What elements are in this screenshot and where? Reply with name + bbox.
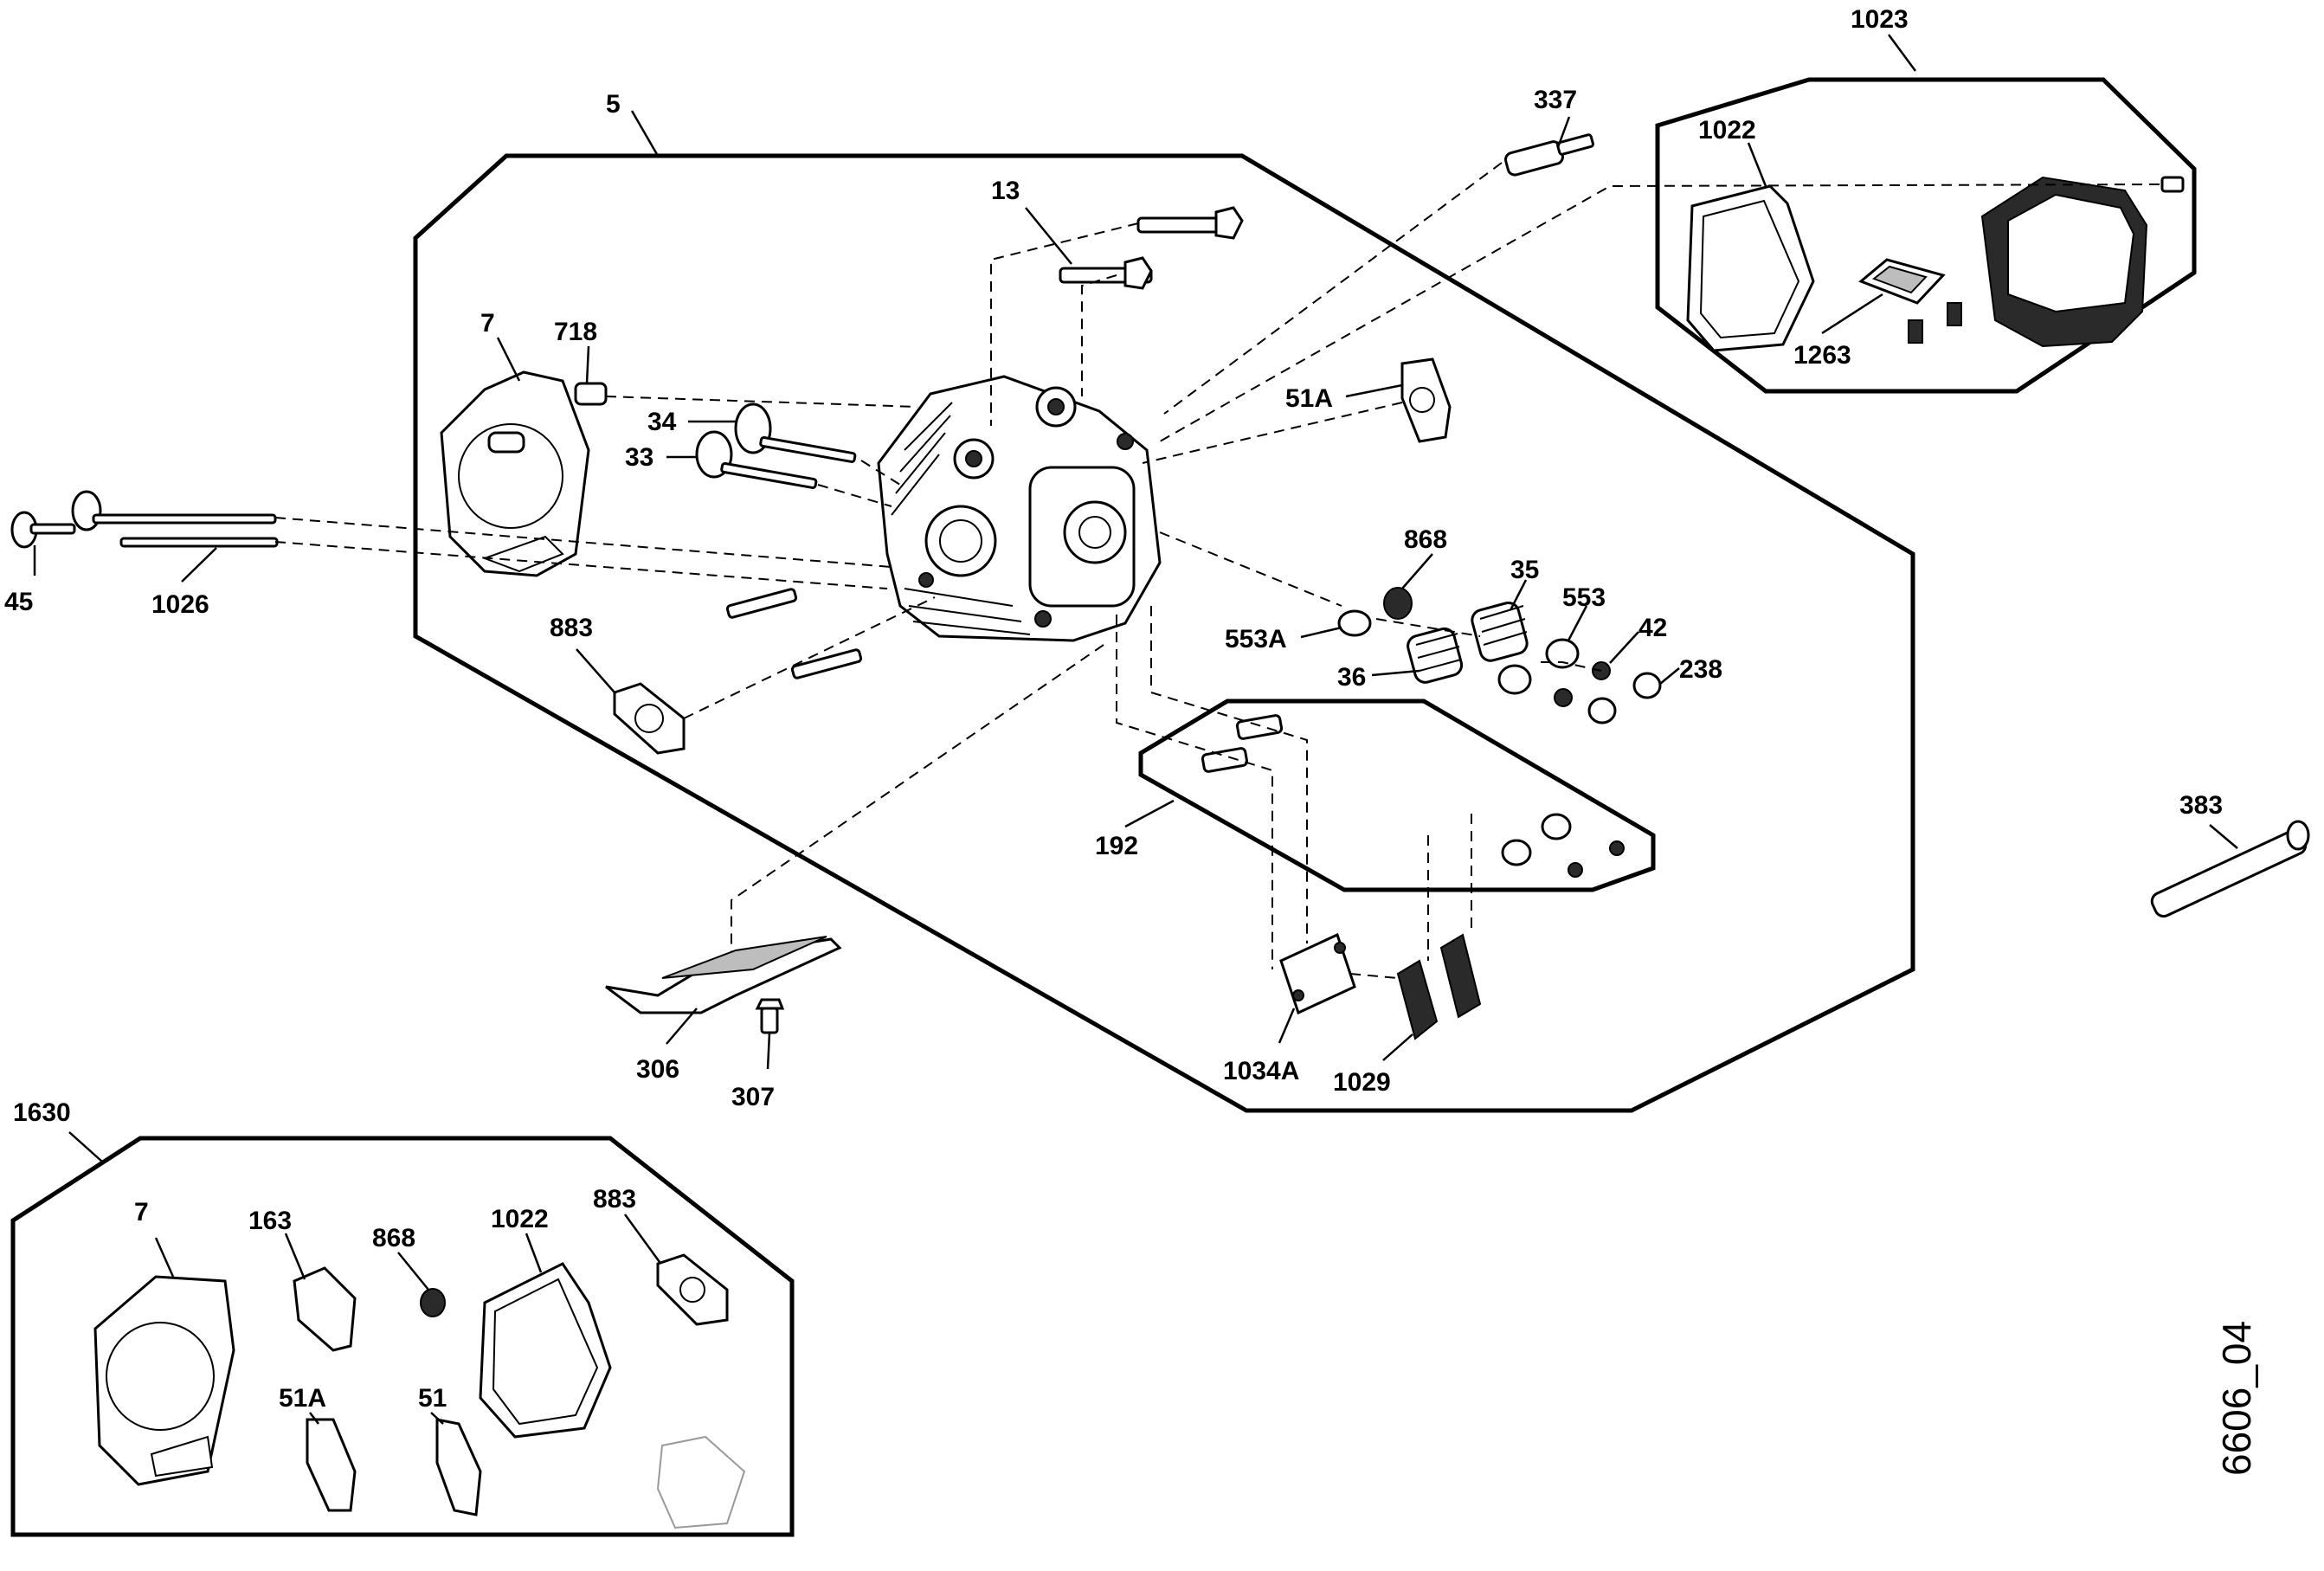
exhaust-gasket-883 [613,682,686,755]
group-1023-frame [1655,77,2197,394]
valve-cap-238 [1587,672,1662,724]
rocker-studs-192 [1201,714,1625,878]
label-36: 36 [1337,663,1366,692]
label-33: 33 [625,443,653,472]
leader-1023 [1887,34,1917,72]
rocker-cover [1980,176,2148,348]
head-gasket-7 [440,370,590,577]
kit-label-883: 883 [593,1185,636,1214]
label-51A: 51A [1285,384,1333,413]
label-34: 34 [647,408,677,436]
kit-gasket-1022 [479,1262,612,1439]
label-883: 883 [550,614,593,642]
rocker-arm-1029 [1396,933,1482,1040]
label-1022: 1022 [1698,116,1756,145]
label-192: 192 [1095,832,1138,860]
label-553: 553 [1562,583,1606,612]
air-deflector-306 [605,936,842,1014]
label-306: 306 [636,1055,679,1084]
kit-gasket-163 [293,1266,357,1352]
kit-gasket-faint [656,1435,746,1529]
group-1630-frame [10,1136,795,1537]
intake-gasket-51A [1400,357,1452,443]
exhaust-studs [725,588,863,679]
kit-label-868: 868 [372,1224,415,1252]
label-1023: 1023 [1851,5,1909,34]
label-868: 868 [1404,525,1447,554]
rocker-cover-screws [1908,176,2185,344]
label-383: 383 [2179,791,2223,820]
dowel-pin-718 [574,382,608,406]
cylinder-head [877,375,1162,642]
valve-spring-35 [1471,601,1529,662]
label-5: 5 [606,90,621,119]
label-337: 337 [1534,86,1577,114]
label-553A: 553A [1225,625,1287,654]
label-238: 238 [1679,655,1722,684]
part-383 [2150,820,2310,918]
kit-label-51A: 51A [279,1384,326,1413]
kit-gasket-51 [435,1418,482,1516]
label-35: 35 [1510,556,1539,584]
push-rod-1026 [10,490,279,549]
rocker-cover-gasket-1022 [1686,184,1815,352]
label-1263: 1263 [1793,341,1851,370]
valve-stem-seal-868 [1337,587,1413,637]
label-1034A: 1034A [1223,1057,1299,1085]
kit-seal-868 [420,1288,446,1317]
label-13: 13 [991,177,1020,205]
label-7: 7 [480,309,495,338]
kit-gasket-51A [306,1418,357,1512]
label-42: 42 [1638,614,1667,642]
spring-retainer-553 [1497,638,1580,695]
guide-plate-1034A [1279,932,1356,1015]
leader-1630 [68,1131,103,1162]
valve-intake-34 [734,402,857,463]
label-1630: 1630 [13,1098,71,1127]
leader-192 [1124,799,1175,828]
kit-gasket-883 [656,1253,729,1326]
kit-label-51: 51 [418,1384,447,1413]
assembly-guide-lines [274,162,2160,979]
kit-label-1022: 1022 [491,1205,549,1233]
label-1029: 1029 [1333,1068,1391,1097]
label-718: 718 [554,318,597,346]
screw-307 [755,998,785,1034]
kit-head-gasket-7 [93,1275,235,1486]
kit-label-7: 7 [134,1198,149,1227]
label-1026: 1026 [151,590,209,619]
leader-5 [630,110,660,157]
valve-collet-42 [1554,661,1611,707]
valve-spring-36 [1407,627,1464,684]
drawing-code: 6606_04 [2214,1321,2259,1476]
label-307: 307 [731,1083,775,1111]
group-192-frame [1138,699,1656,892]
callout-labels: 5 13 337 1023 1022 1263 7 718 34 33 45 1… [4,5,2223,1413]
label-45: 45 [4,588,33,616]
kit-label-163: 163 [248,1207,292,1235]
breather-plate-1263 [1858,258,1946,305]
part-leader-lines [33,116,2238,1425]
valve-exhaust-33 [695,430,818,489]
spark-plug-337 [1504,133,1594,177]
head-bolt-13 [1059,206,1244,290]
group-5-frame [413,153,1915,1113]
